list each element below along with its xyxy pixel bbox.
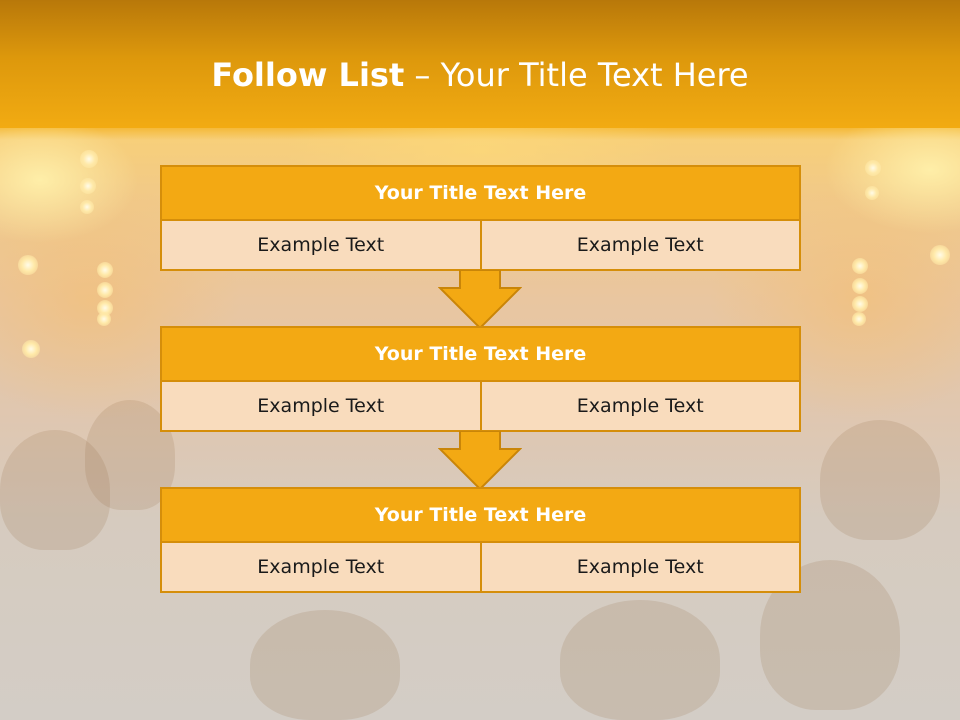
block-row: Example Text Example Text	[160, 543, 801, 593]
block-cell: Example Text	[160, 382, 482, 432]
stage-light	[22, 340, 40, 358]
title-bold: Follow List	[211, 56, 405, 94]
crowd-silhouette	[820, 420, 940, 540]
stage-light	[80, 178, 96, 194]
stage-light	[852, 312, 866, 326]
crowd-silhouette	[0, 430, 110, 550]
block-cell: Example Text	[481, 543, 801, 593]
list-block: Your Title Text Here Example Text Exampl…	[160, 326, 801, 432]
crowd-silhouette	[250, 610, 400, 720]
block-header: Your Title Text Here	[160, 165, 801, 221]
block-cell: Example Text	[160, 543, 482, 593]
block-cell: Example Text	[160, 221, 482, 271]
list-block: Your Title Text Here Example Text Exampl…	[160, 487, 801, 593]
stage-light	[97, 282, 113, 298]
stage-light	[97, 262, 113, 278]
block-cell: Example Text	[481, 382, 801, 432]
title-band	[0, 0, 960, 128]
title-rest: – Your Title Text Here	[414, 56, 749, 94]
block-header: Your Title Text Here	[160, 487, 801, 543]
stage-light	[97, 312, 111, 326]
block-row: Example Text Example Text	[160, 382, 801, 432]
stage-light	[18, 255, 38, 275]
crowd-silhouette	[560, 600, 720, 720]
stage-light	[865, 160, 881, 176]
list-block: Your Title Text Here Example Text Exampl…	[160, 165, 801, 271]
down-arrow-icon	[438, 270, 522, 330]
block-cell: Example Text	[481, 221, 801, 271]
stage-light	[80, 150, 98, 168]
stage-light	[80, 200, 94, 214]
stage-light	[930, 245, 950, 265]
stage-light	[852, 258, 868, 274]
block-header: Your Title Text Here	[160, 326, 801, 382]
down-arrow-icon	[438, 431, 522, 491]
page-title: Follow List – Your Title Text Here	[0, 52, 960, 98]
stage-light	[852, 278, 868, 294]
stage-light	[865, 186, 879, 200]
stage-light	[852, 296, 868, 312]
block-row: Example Text Example Text	[160, 221, 801, 271]
